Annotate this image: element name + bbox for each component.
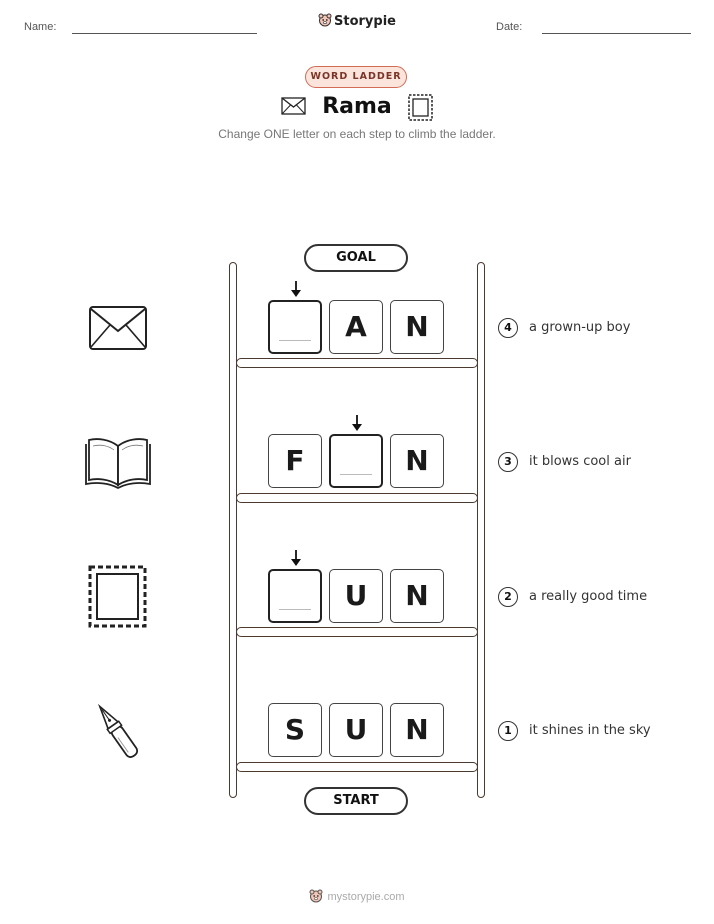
step-number: 4 (498, 318, 518, 338)
footer-url: mystorypie.com (327, 891, 405, 903)
step-clue: it blows cool air (529, 454, 631, 469)
step-clue: a really good time (529, 589, 648, 604)
step-number: 3 (498, 452, 518, 472)
letter-tile: F (268, 434, 322, 488)
letter-tile-blank[interactable] (329, 434, 383, 488)
letter-tile-blank[interactable] (268, 569, 322, 623)
ladder-right-rail (477, 262, 485, 798)
fountain-pen-icon (97, 703, 139, 758)
letter-tile: A (329, 300, 383, 354)
goal-label: GOAL (304, 244, 408, 272)
date-label: Date: (496, 21, 523, 33)
storypie-mascot-icon (318, 13, 332, 27)
step-number: 1 (498, 721, 518, 741)
postage-stamp-icon (408, 94, 433, 121)
ladder-rung (236, 762, 478, 772)
letter-tile: N (390, 703, 444, 757)
brand-logo: Storypie (0, 13, 714, 29)
step-number: 2 (498, 587, 518, 607)
letter-tile: U (329, 569, 383, 623)
footer: mystorypie.com (0, 889, 714, 903)
envelope-icon (281, 97, 306, 115)
brand-name: Storypie (334, 14, 396, 29)
down-arrow-icon (291, 550, 301, 566)
letter-tile-blank[interactable] (268, 300, 322, 354)
step-clue: a grown-up boy (529, 320, 631, 335)
name-line[interactable] (72, 33, 257, 34)
ladder-rung (236, 493, 478, 503)
letter-tile: N (390, 569, 444, 623)
page-title: Rama (322, 94, 392, 119)
open-book-icon (85, 438, 151, 490)
storypie-mascot-icon (309, 889, 323, 903)
postage-stamp-icon (88, 565, 147, 628)
ladder-rung (236, 358, 478, 368)
word-ladder-badge: WORD LADDER (305, 66, 407, 88)
start-label: START (304, 787, 408, 815)
name-label: Name: (24, 21, 57, 33)
letter-tile: N (390, 434, 444, 488)
down-arrow-icon (291, 281, 301, 297)
date-line[interactable] (542, 33, 691, 34)
instructions: Change ONE letter on each step to climb … (218, 127, 496, 141)
step-clue: it shines in the sky (529, 723, 651, 738)
down-arrow-icon (352, 415, 362, 431)
ladder-rung (236, 627, 478, 637)
ladder-left-rail (229, 262, 237, 798)
letter-tile: N (390, 300, 444, 354)
envelope-icon (89, 306, 147, 350)
letter-tile: U (329, 703, 383, 757)
letter-tile: S (268, 703, 322, 757)
